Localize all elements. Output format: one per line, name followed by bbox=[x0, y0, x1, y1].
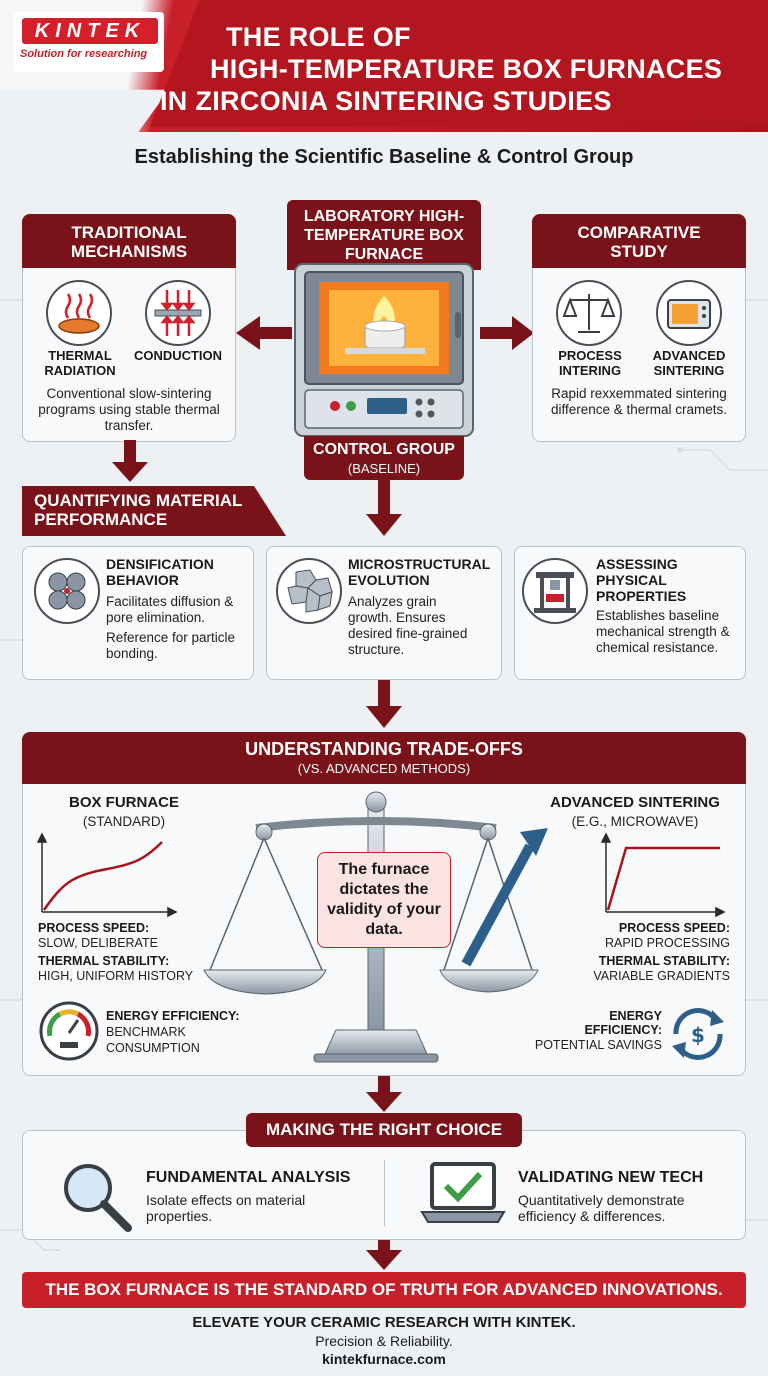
logo-wordmark: KINTEK bbox=[22, 18, 158, 44]
tradeoffs-heading-bar: UNDERSTANDING TRADE-OFFS (VS. ADVANCED M… bbox=[22, 732, 746, 784]
left-stability-value: HIGH, UNIFORM HISTORY bbox=[38, 969, 194, 983]
left-speed-value: SLOW, DELIBERATE bbox=[38, 936, 158, 950]
svg-text:$: $ bbox=[691, 1023, 705, 1047]
right-stability-value: VARIABLE GRADIENTS bbox=[593, 969, 730, 983]
validating-tech-text: Quantitatively demonstrate efficiency & … bbox=[518, 1192, 685, 1224]
microstructural-title: MICROSTRUCTURAL EVOLUTION bbox=[348, 556, 491, 588]
process-intering-label: PROCESS INTERING bbox=[558, 348, 622, 378]
right-stability-label: THERMAL STABILITY: bbox=[598, 954, 730, 968]
right-speed-value: RAPID PROCESSING bbox=[604, 936, 730, 950]
slow-heating-curve-chart bbox=[36, 832, 178, 918]
right-energy-label-1: ENERGY bbox=[609, 1009, 662, 1023]
footer-website-link[interactable]: kintekfurnace.com bbox=[322, 1351, 446, 1367]
choice-heading: MAKING THE RIGHT CHOICE bbox=[246, 1113, 522, 1147]
footer-line-2: Precision & Reliability. bbox=[315, 1333, 453, 1349]
microstructural-text: Analyzes grain growth. Ensures desired f… bbox=[348, 594, 468, 657]
scale-glyph-icon bbox=[562, 294, 616, 333]
microwave-glyph-icon bbox=[667, 299, 711, 329]
control-group-line2: (BASELINE) bbox=[347, 461, 421, 476]
thermal-radiation-icon bbox=[46, 280, 112, 346]
advanced-sintering-title: ADVANCED SINTERING bbox=[550, 794, 720, 811]
choice-divider bbox=[384, 1160, 385, 1226]
center-callout bbox=[317, 852, 451, 948]
standard-of-truth-banner: THE BOX FURNACE IS THE STANDARD OF TRUTH… bbox=[22, 1272, 746, 1308]
physical-properties-title: ASSESSING PHYSICAL PROPERTIES bbox=[596, 556, 687, 604]
physical-properties-text: Establishes baseline mechanical strength… bbox=[596, 608, 730, 655]
particles-glyph-icon bbox=[48, 572, 86, 610]
thermal-radiation-label: THERMAL RADIATION bbox=[44, 348, 116, 378]
validating-tech-title: VALIDATING NEW TECH bbox=[518, 1169, 704, 1186]
traditional-heading: TRADITIONAL MECHANISMS bbox=[22, 214, 236, 268]
center-callout-text: The furnace dictates the validity of you… bbox=[327, 861, 441, 938]
gauge-icon bbox=[39, 1001, 99, 1061]
furnace-heading: LABORATORY HIGH-TEMPERATURE BOX FURNACE bbox=[287, 200, 481, 270]
title-line-2: HIGH-TEMPERATURE BOX FURNACES bbox=[210, 54, 723, 84]
testing-press-icon bbox=[522, 558, 588, 624]
conduction-label: CONDUCTION bbox=[133, 348, 223, 363]
magnifier-icon bbox=[64, 1164, 132, 1232]
arrow-to-banner bbox=[366, 1240, 402, 1270]
right-speed-label: PROCESS SPEED: bbox=[618, 921, 730, 935]
left-energy-label: ENERGY EFFICIENCY: bbox=[106, 1009, 240, 1023]
grain-glyph-icon bbox=[287, 569, 333, 613]
arrow-to-tradeoffs bbox=[366, 680, 402, 728]
savings-cycle-icon: $ bbox=[672, 1008, 724, 1060]
densification-title: DENSIFICATION BEHAVIOR bbox=[106, 556, 214, 588]
logo-tagline: Solution for researching bbox=[20, 48, 148, 60]
advanced-sintering-sub: (E.G., MICROWAVE) bbox=[571, 814, 699, 829]
left-speed-label: PROCESS SPEED: bbox=[38, 921, 150, 935]
left-energy-value: BENCHMARK CONSUMPTION bbox=[106, 1025, 200, 1055]
traditional-description: Conventional slow-sintering programs usi… bbox=[38, 386, 220, 433]
fundamental-analysis-title: FUNDAMENTAL ANALYSIS bbox=[146, 1169, 351, 1186]
comparative-heading: COMPARATIVE STUDY bbox=[532, 214, 746, 268]
quantifying-heading: QUANTIFYING MATERIAL PERFORMANCE bbox=[34, 491, 243, 529]
box-furnace-title: BOX FURNACE bbox=[68, 794, 179, 811]
densification-text-2: Reference for particle bonding. bbox=[106, 630, 236, 661]
title-line-1: THE ROLE OF bbox=[226, 22, 411, 52]
advanced-sintering-label: ADVANCED SINTERING bbox=[652, 348, 726, 378]
control-group-line1: CONTROL GROUP bbox=[313, 441, 455, 458]
right-energy-label-2: EFFICIENCY: bbox=[584, 1023, 662, 1037]
quantifying-heading-bg bbox=[22, 486, 286, 536]
control-group-label: CONTROL GROUP (BASELINE) bbox=[304, 436, 464, 480]
furnace-side-arrows bbox=[236, 316, 534, 350]
comparative-description: Rapid rexxemmated sintering difference &… bbox=[550, 386, 728, 417]
arrow-traditional-down bbox=[112, 440, 148, 482]
fundamental-analysis-text: Isolate effects on material properties. bbox=[146, 1192, 306, 1224]
tradeoffs-subheading: (VS. ADVANCED METHODS) bbox=[297, 761, 471, 776]
box-furnace-sub: (STANDARD) bbox=[82, 814, 166, 829]
header-band-accent bbox=[150, 0, 768, 127]
right-energy-value: POTENTIAL SAVINGS bbox=[534, 1038, 662, 1052]
page-subtitle: Establishing the Scientific Baseline & C… bbox=[134, 146, 634, 168]
conduction-arrows-icon bbox=[154, 290, 202, 336]
laptop-check-icon bbox=[420, 1162, 506, 1223]
footer-line-1: ELEVATE YOUR CERAMIC RESEARCH WITH KINTE… bbox=[192, 1314, 576, 1331]
arrow-furnace-down bbox=[366, 480, 402, 536]
left-stability-label: THERMAL STABILITY: bbox=[38, 954, 170, 968]
title-line-3: IN ZIRCONIA SINTERING STUDIES bbox=[160, 86, 612, 116]
press-glyph-icon bbox=[534, 572, 576, 613]
heat-waves-icon bbox=[58, 293, 100, 334]
fast-heating-curve-chart bbox=[600, 832, 726, 918]
tradeoffs-heading: UNDERSTANDING TRADE-OFFS bbox=[245, 739, 523, 759]
densification-text-1: Facilitates diffusion & pore elimination… bbox=[106, 594, 234, 625]
arrow-to-choice bbox=[366, 1076, 402, 1112]
